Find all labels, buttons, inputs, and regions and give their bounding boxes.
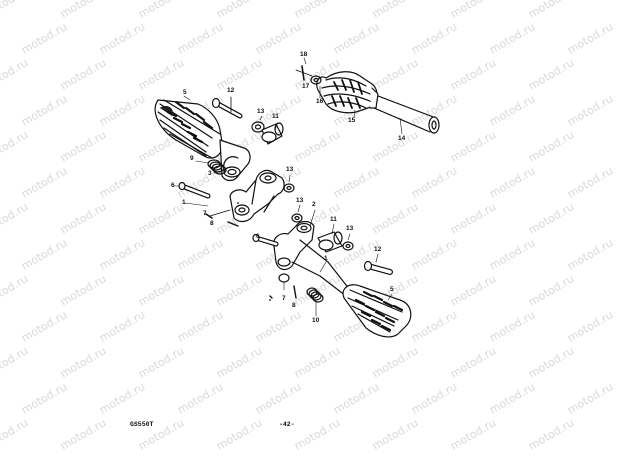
callout-15: 15 [348,117,356,124]
right-footrest-rubber [342,284,412,338]
main-footrest-bracket [209,169,285,223]
callout-13-right-a: 13 [296,197,304,204]
upper-washer-and-bushing [251,121,284,145]
callout-6-right: 6 [256,233,260,240]
left-pins [205,213,239,227]
scan-speck [269,299,271,301]
right-mount-bolt [252,233,279,247]
callout-12-right: 12 [374,246,382,253]
model-code: GS550T [130,421,154,428]
callout-7-left: 7 [203,210,207,217]
right-spring [269,273,324,303]
pillion-shaft [373,95,440,134]
left-mount-bolt [178,181,211,199]
callout-11-right: 11 [330,216,337,223]
callout-12-upper: 12 [227,87,235,94]
callout-1-left: 1 [182,199,186,206]
callout-2: 2 [312,201,316,208]
callout-16: 16 [316,98,324,105]
callout-14: 14 [398,135,406,142]
callout-5-lower: 5 [390,286,394,293]
callout-3: 3 [208,170,212,177]
left-footrest-rubber [154,99,223,159]
callout-1-right: 1 [324,255,328,262]
pillion-washer-and-pin [295,65,322,85]
leader-lines [173,57,403,317]
right-footrest-bracket [273,220,351,297]
callout-10: 10 [312,317,320,324]
pillion-footrest-rubber [316,71,379,114]
left-pivot-bolt [211,96,243,119]
callout-7-right: 7 [282,295,286,302]
left-footrest-bracket [219,139,251,182]
callout-13-center: 13 [286,166,294,173]
callout-6-left: 6 [171,182,175,189]
callout-17: 17 [302,83,310,90]
scan-speck [237,202,239,204]
callout-8-left: 8 [210,220,214,227]
callout-8-right: 8 [292,302,296,309]
callout-9: 9 [190,155,194,162]
callout-11-upper: 11 [272,113,279,120]
callout-13-upper: 13 [257,108,265,115]
callout-18: 18 [300,51,308,58]
right-washer-and-bushing [291,213,354,253]
right-pivot-bolt [363,260,393,275]
callout-5-upper: 5 [183,89,187,96]
page-number: -42- [279,421,295,428]
callout-13-right-b: 13 [346,225,354,232]
center-washer [283,183,295,193]
